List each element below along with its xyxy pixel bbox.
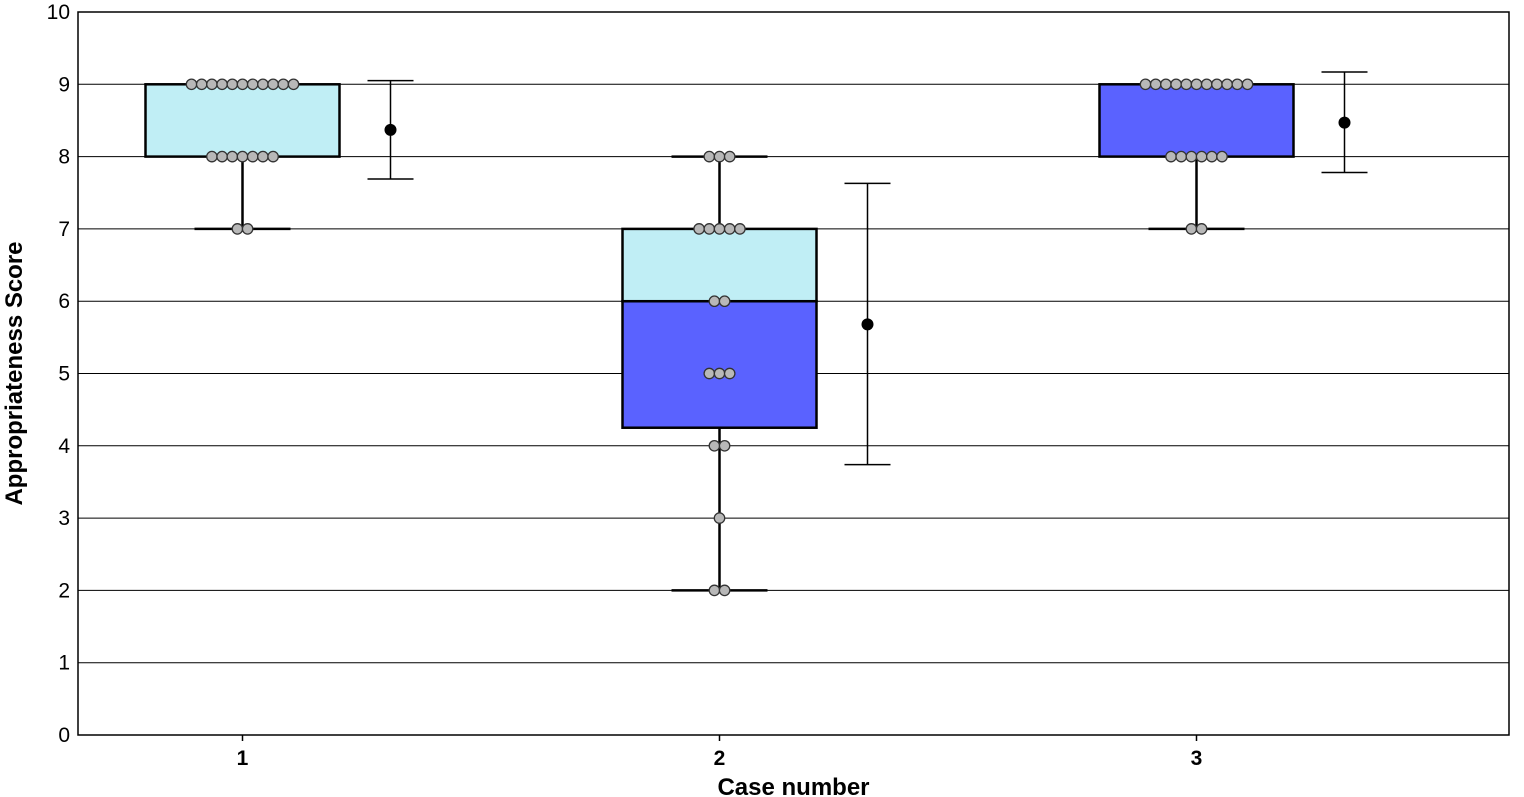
data-point bbox=[206, 150, 218, 163]
x-axis-label: Case number bbox=[717, 774, 869, 797]
data-point bbox=[734, 223, 746, 235]
data-point bbox=[718, 584, 731, 597]
x-tick-label: 3 bbox=[1191, 747, 1203, 770]
data-point bbox=[1205, 150, 1218, 163]
data-point bbox=[1175, 150, 1188, 163]
box-lower-segment bbox=[621, 299, 818, 429]
y-tick-label: 10 bbox=[47, 1, 70, 24]
mean-marker bbox=[861, 318, 874, 331]
data-point bbox=[1211, 78, 1223, 91]
data-point bbox=[713, 150, 726, 163]
data-point bbox=[1165, 150, 1177, 163]
data-point bbox=[708, 439, 721, 452]
data-point bbox=[703, 223, 716, 235]
y-tick-label: 9 bbox=[58, 73, 70, 96]
data-point bbox=[713, 512, 726, 524]
data-point bbox=[195, 78, 208, 91]
data-point bbox=[713, 223, 726, 235]
data-point bbox=[257, 78, 269, 91]
data-point bbox=[1149, 78, 1162, 91]
data-points bbox=[185, 78, 1254, 597]
data-point bbox=[226, 78, 239, 91]
data-point bbox=[1185, 223, 1198, 235]
data-point bbox=[723, 367, 736, 380]
data-point bbox=[723, 150, 736, 163]
data-point bbox=[708, 584, 721, 597]
data-point bbox=[713, 367, 726, 380]
mean-marker bbox=[384, 123, 397, 136]
y-tick-label: 5 bbox=[58, 363, 70, 386]
x-tick-label: 1 bbox=[237, 747, 249, 770]
data-point bbox=[1216, 150, 1228, 163]
data-point bbox=[1231, 78, 1244, 91]
data-point bbox=[1221, 78, 1233, 91]
data-point bbox=[693, 223, 705, 235]
data-point bbox=[1241, 78, 1254, 91]
y-tick-label: 1 bbox=[58, 652, 70, 675]
data-point bbox=[708, 295, 721, 308]
data-point bbox=[267, 150, 279, 163]
data-point bbox=[267, 78, 279, 91]
data-point bbox=[703, 150, 716, 163]
data-point bbox=[236, 78, 249, 91]
mean-ci-markers bbox=[367, 71, 1368, 466]
data-point bbox=[1139, 78, 1152, 91]
data-point bbox=[246, 150, 259, 163]
data-point bbox=[1190, 78, 1203, 91]
box-upper-segment bbox=[621, 227, 818, 303]
y-axis-label: Appropriateness Score bbox=[1, 241, 28, 505]
data-point bbox=[718, 295, 731, 308]
data-point bbox=[718, 439, 731, 452]
y-tick-label: 2 bbox=[58, 579, 70, 602]
data-point bbox=[226, 150, 239, 163]
box-lower-segment bbox=[1098, 83, 1295, 158]
data-point bbox=[1160, 78, 1172, 91]
data-point bbox=[277, 78, 290, 91]
data-point bbox=[1185, 150, 1198, 163]
y-tick-labels: 0 1 2 3 4 5 6 7 8 9 10 bbox=[47, 1, 71, 747]
data-point bbox=[257, 150, 269, 163]
plot-frame bbox=[77, 11, 1510, 736]
x-tick-labels: 1 2 3 bbox=[237, 735, 1203, 770]
box-upper-segment bbox=[144, 83, 341, 158]
y-tick-label: 0 bbox=[58, 724, 70, 747]
data-point bbox=[216, 78, 228, 91]
mean-marker bbox=[1338, 116, 1351, 129]
data-point bbox=[1180, 78, 1193, 91]
data-point bbox=[216, 150, 228, 163]
data-point bbox=[1195, 150, 1208, 163]
y-tick-label: 7 bbox=[58, 218, 70, 241]
data-point bbox=[1195, 223, 1208, 235]
data-point bbox=[241, 223, 254, 235]
data-point bbox=[236, 150, 249, 163]
x-tick-label: 2 bbox=[714, 747, 726, 770]
y-tick-label: 4 bbox=[58, 435, 70, 458]
data-point bbox=[206, 78, 218, 91]
y-tick-label: 6 bbox=[58, 290, 70, 313]
data-point bbox=[287, 78, 300, 91]
y-tick-label: 8 bbox=[58, 146, 70, 169]
data-point bbox=[185, 78, 198, 91]
data-point bbox=[1200, 78, 1213, 91]
y-tick-label: 3 bbox=[58, 507, 70, 530]
data-point bbox=[246, 78, 259, 91]
data-point bbox=[1170, 78, 1182, 91]
data-point bbox=[723, 223, 736, 235]
data-point bbox=[231, 223, 244, 235]
data-point bbox=[703, 367, 716, 380]
